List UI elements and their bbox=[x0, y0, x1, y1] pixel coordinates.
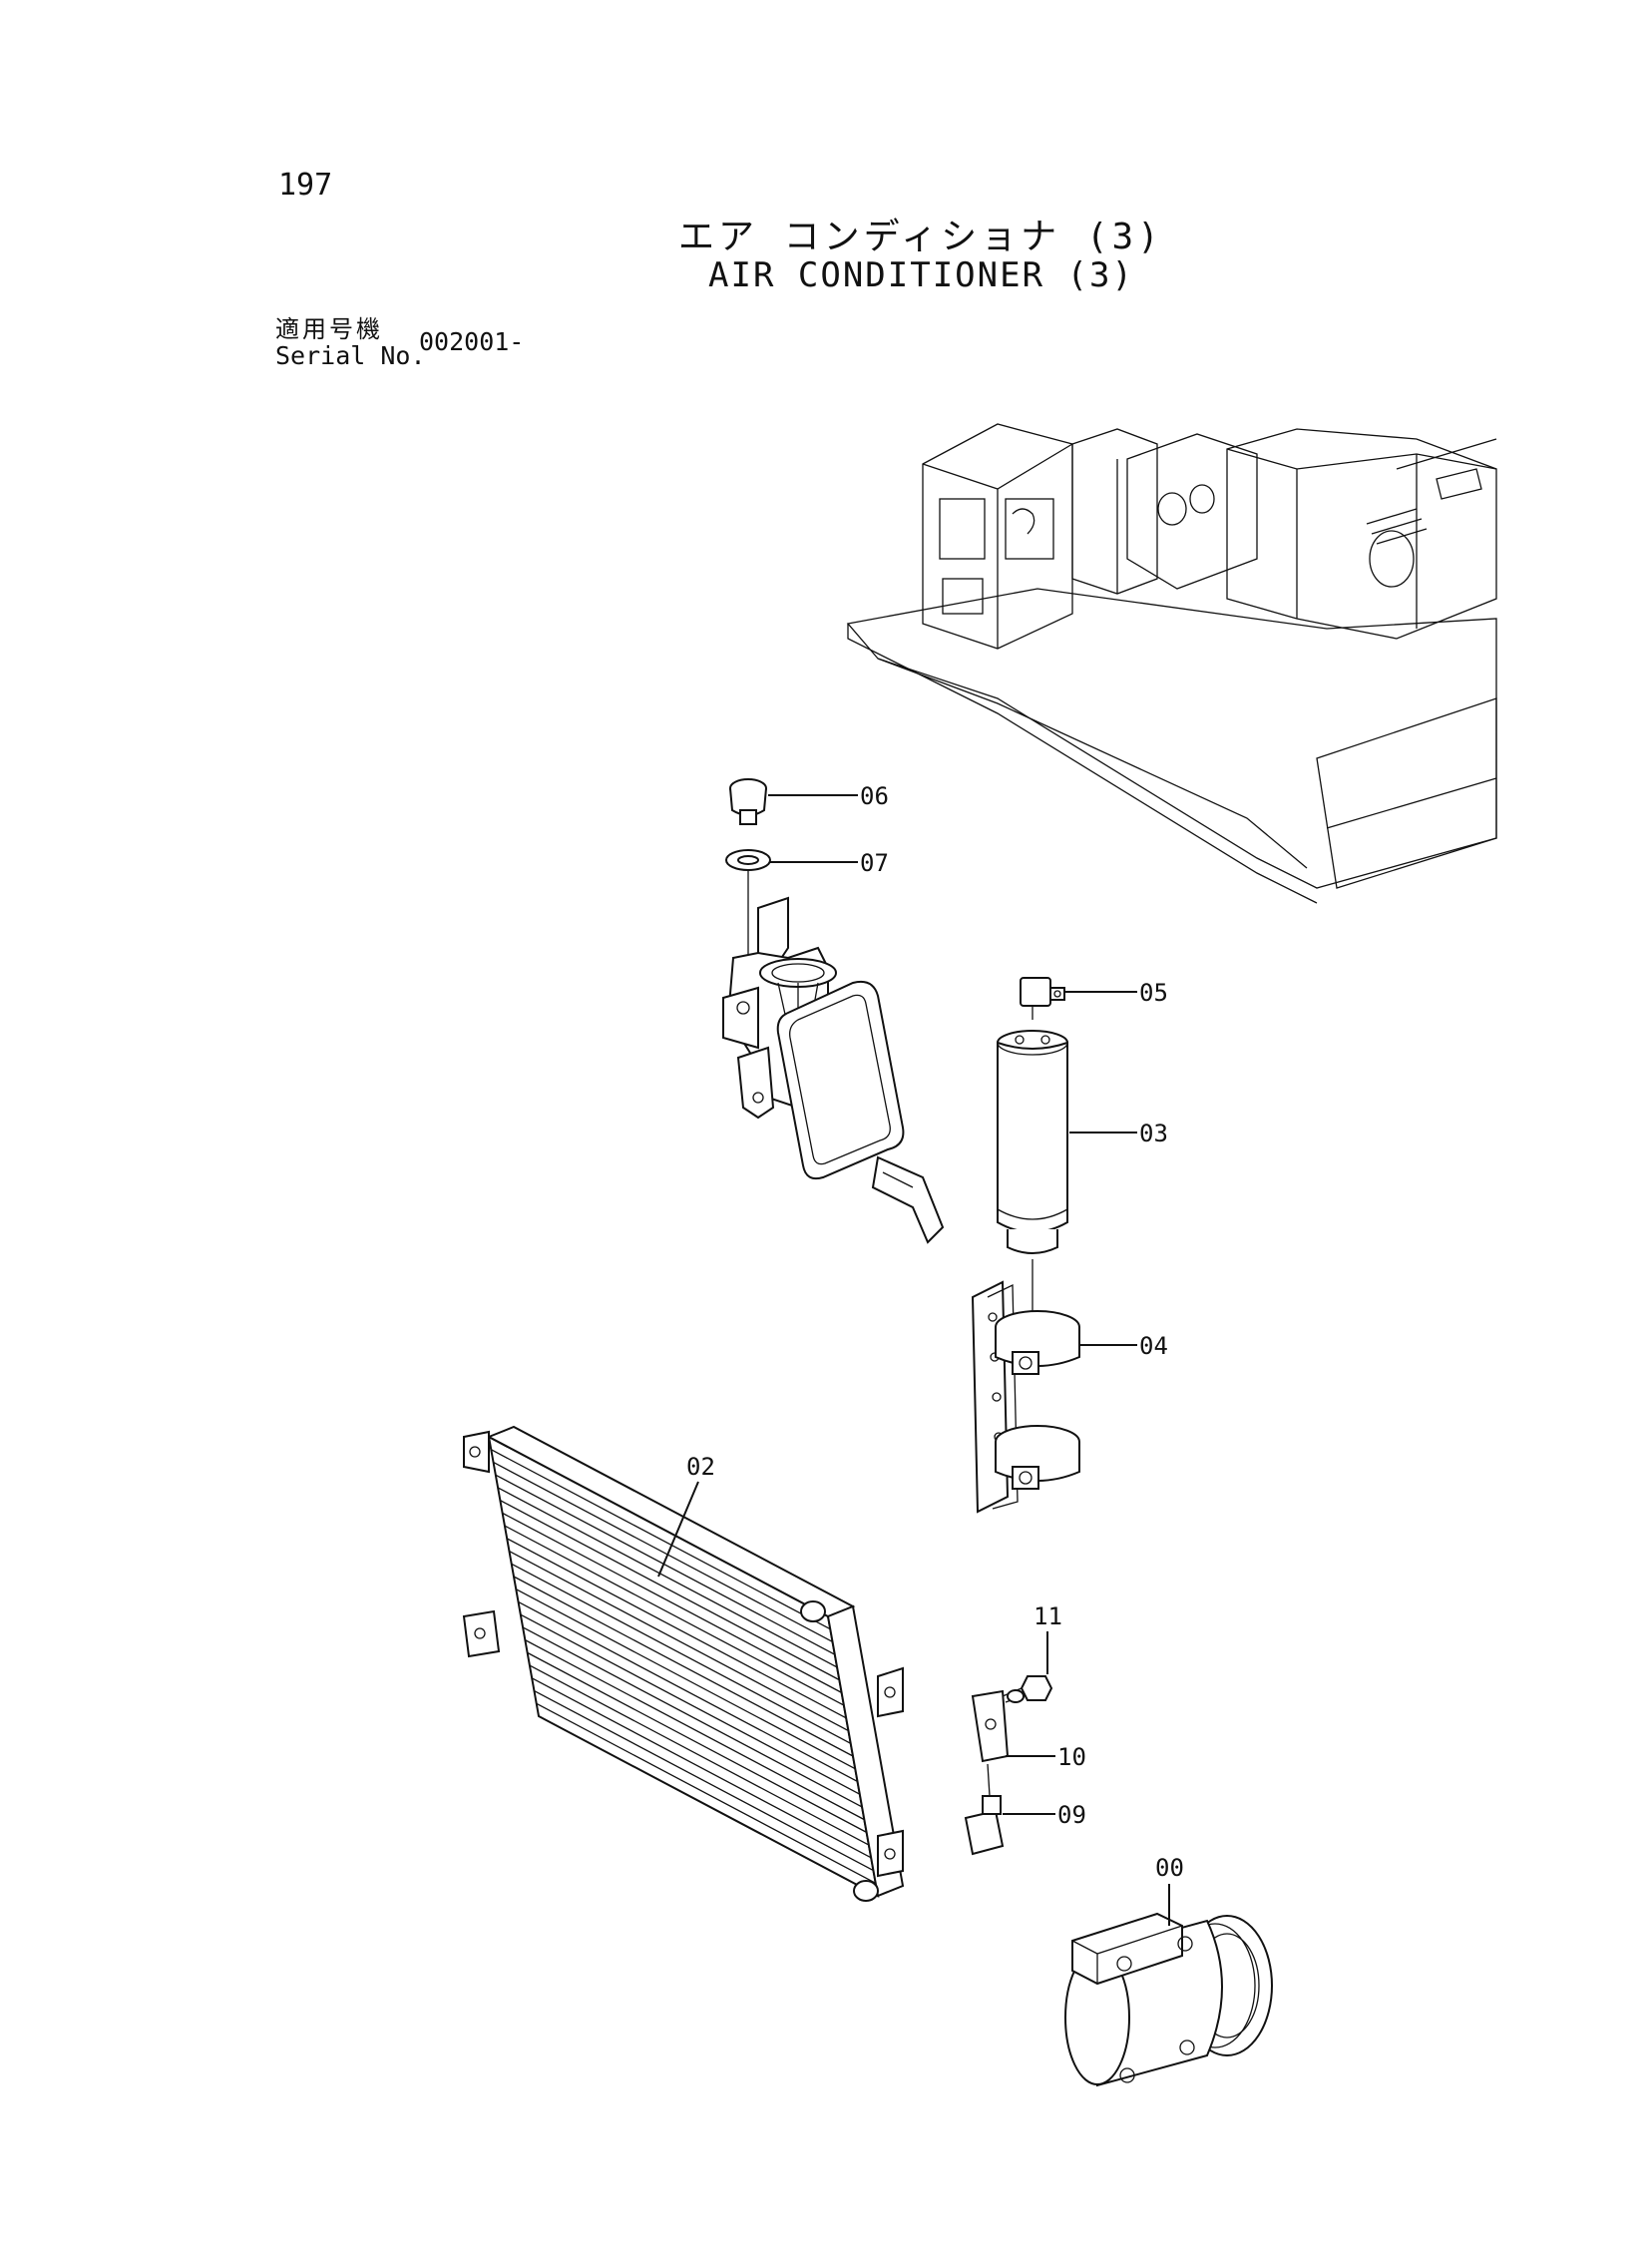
condenser-fin-line bbox=[527, 1651, 867, 1833]
condenser-fin-line bbox=[513, 1576, 854, 1757]
part-03-receiver-drier-drawing bbox=[997, 1030, 1068, 1254]
condenser-fin-line bbox=[531, 1677, 872, 1859]
condenser-fin-line bbox=[529, 1664, 870, 1846]
part-00-compressor-drawing bbox=[1064, 1912, 1273, 2087]
serial-label-japanese: 適用号機 bbox=[275, 315, 383, 343]
condenser-fin-line bbox=[534, 1689, 874, 1872]
part-05-pressure-switch-drawing bbox=[1020, 977, 1065, 1020]
condenser-fin-line bbox=[490, 1449, 831, 1630]
callout-02: 02 bbox=[686, 1453, 715, 1481]
part-09-connector-drawing bbox=[964, 1795, 1005, 1856]
part-07-seal-drawing bbox=[725, 849, 771, 871]
page-title: AIR CONDITIONER (3) bbox=[708, 255, 1134, 295]
callout-10: 10 bbox=[1057, 1743, 1086, 1771]
condenser-fin-line bbox=[515, 1588, 856, 1770]
part-02-condenser-drawing bbox=[462, 1425, 905, 1902]
condenser-fin-line bbox=[504, 1525, 845, 1706]
part-10-plate-drawing bbox=[971, 1689, 1010, 1797]
condenser-fin-line bbox=[502, 1512, 842, 1693]
part-06-cap-drawing bbox=[729, 778, 767, 825]
condenser-fin-line bbox=[509, 1550, 849, 1732]
condenser-fin-line bbox=[497, 1487, 838, 1668]
machine-overview-drawing bbox=[846, 423, 1497, 904]
condenser-fin-line bbox=[525, 1639, 865, 1821]
callout-11: 11 bbox=[1033, 1602, 1062, 1630]
condenser-fin-line bbox=[506, 1538, 847, 1719]
condenser-fin-line bbox=[522, 1626, 863, 1808]
callout-07: 07 bbox=[860, 849, 889, 877]
condenser-fin-line bbox=[536, 1702, 877, 1884]
callout-06: 06 bbox=[860, 782, 889, 810]
callout-04: 04 bbox=[1139, 1332, 1168, 1360]
part-04-bracket-drawing bbox=[971, 1280, 1080, 1514]
condenser-fin-line bbox=[495, 1474, 836, 1655]
page-title-japanese: エア コンディショナ (3) bbox=[678, 217, 1163, 257]
callout-00: 00 bbox=[1155, 1854, 1184, 1882]
part-11-bolt-drawing bbox=[1002, 1675, 1053, 1703]
condenser-fin-line bbox=[511, 1563, 852, 1744]
condenser-fin-line bbox=[518, 1600, 858, 1783]
callout-03: 03 bbox=[1139, 1120, 1168, 1147]
callout-09: 09 bbox=[1057, 1801, 1086, 1829]
receiver-housing-assembly-drawing bbox=[722, 896, 945, 1244]
condenser-fin-line bbox=[520, 1613, 861, 1795]
callout-05: 05 bbox=[1139, 979, 1168, 1007]
page-number: 197 bbox=[278, 168, 333, 203]
serial-number-value: 002001- bbox=[419, 327, 525, 356]
condenser-fin-line bbox=[500, 1500, 840, 1681]
serial-label: Serial No. bbox=[275, 341, 426, 370]
condenser-fin-line bbox=[493, 1461, 833, 1643]
